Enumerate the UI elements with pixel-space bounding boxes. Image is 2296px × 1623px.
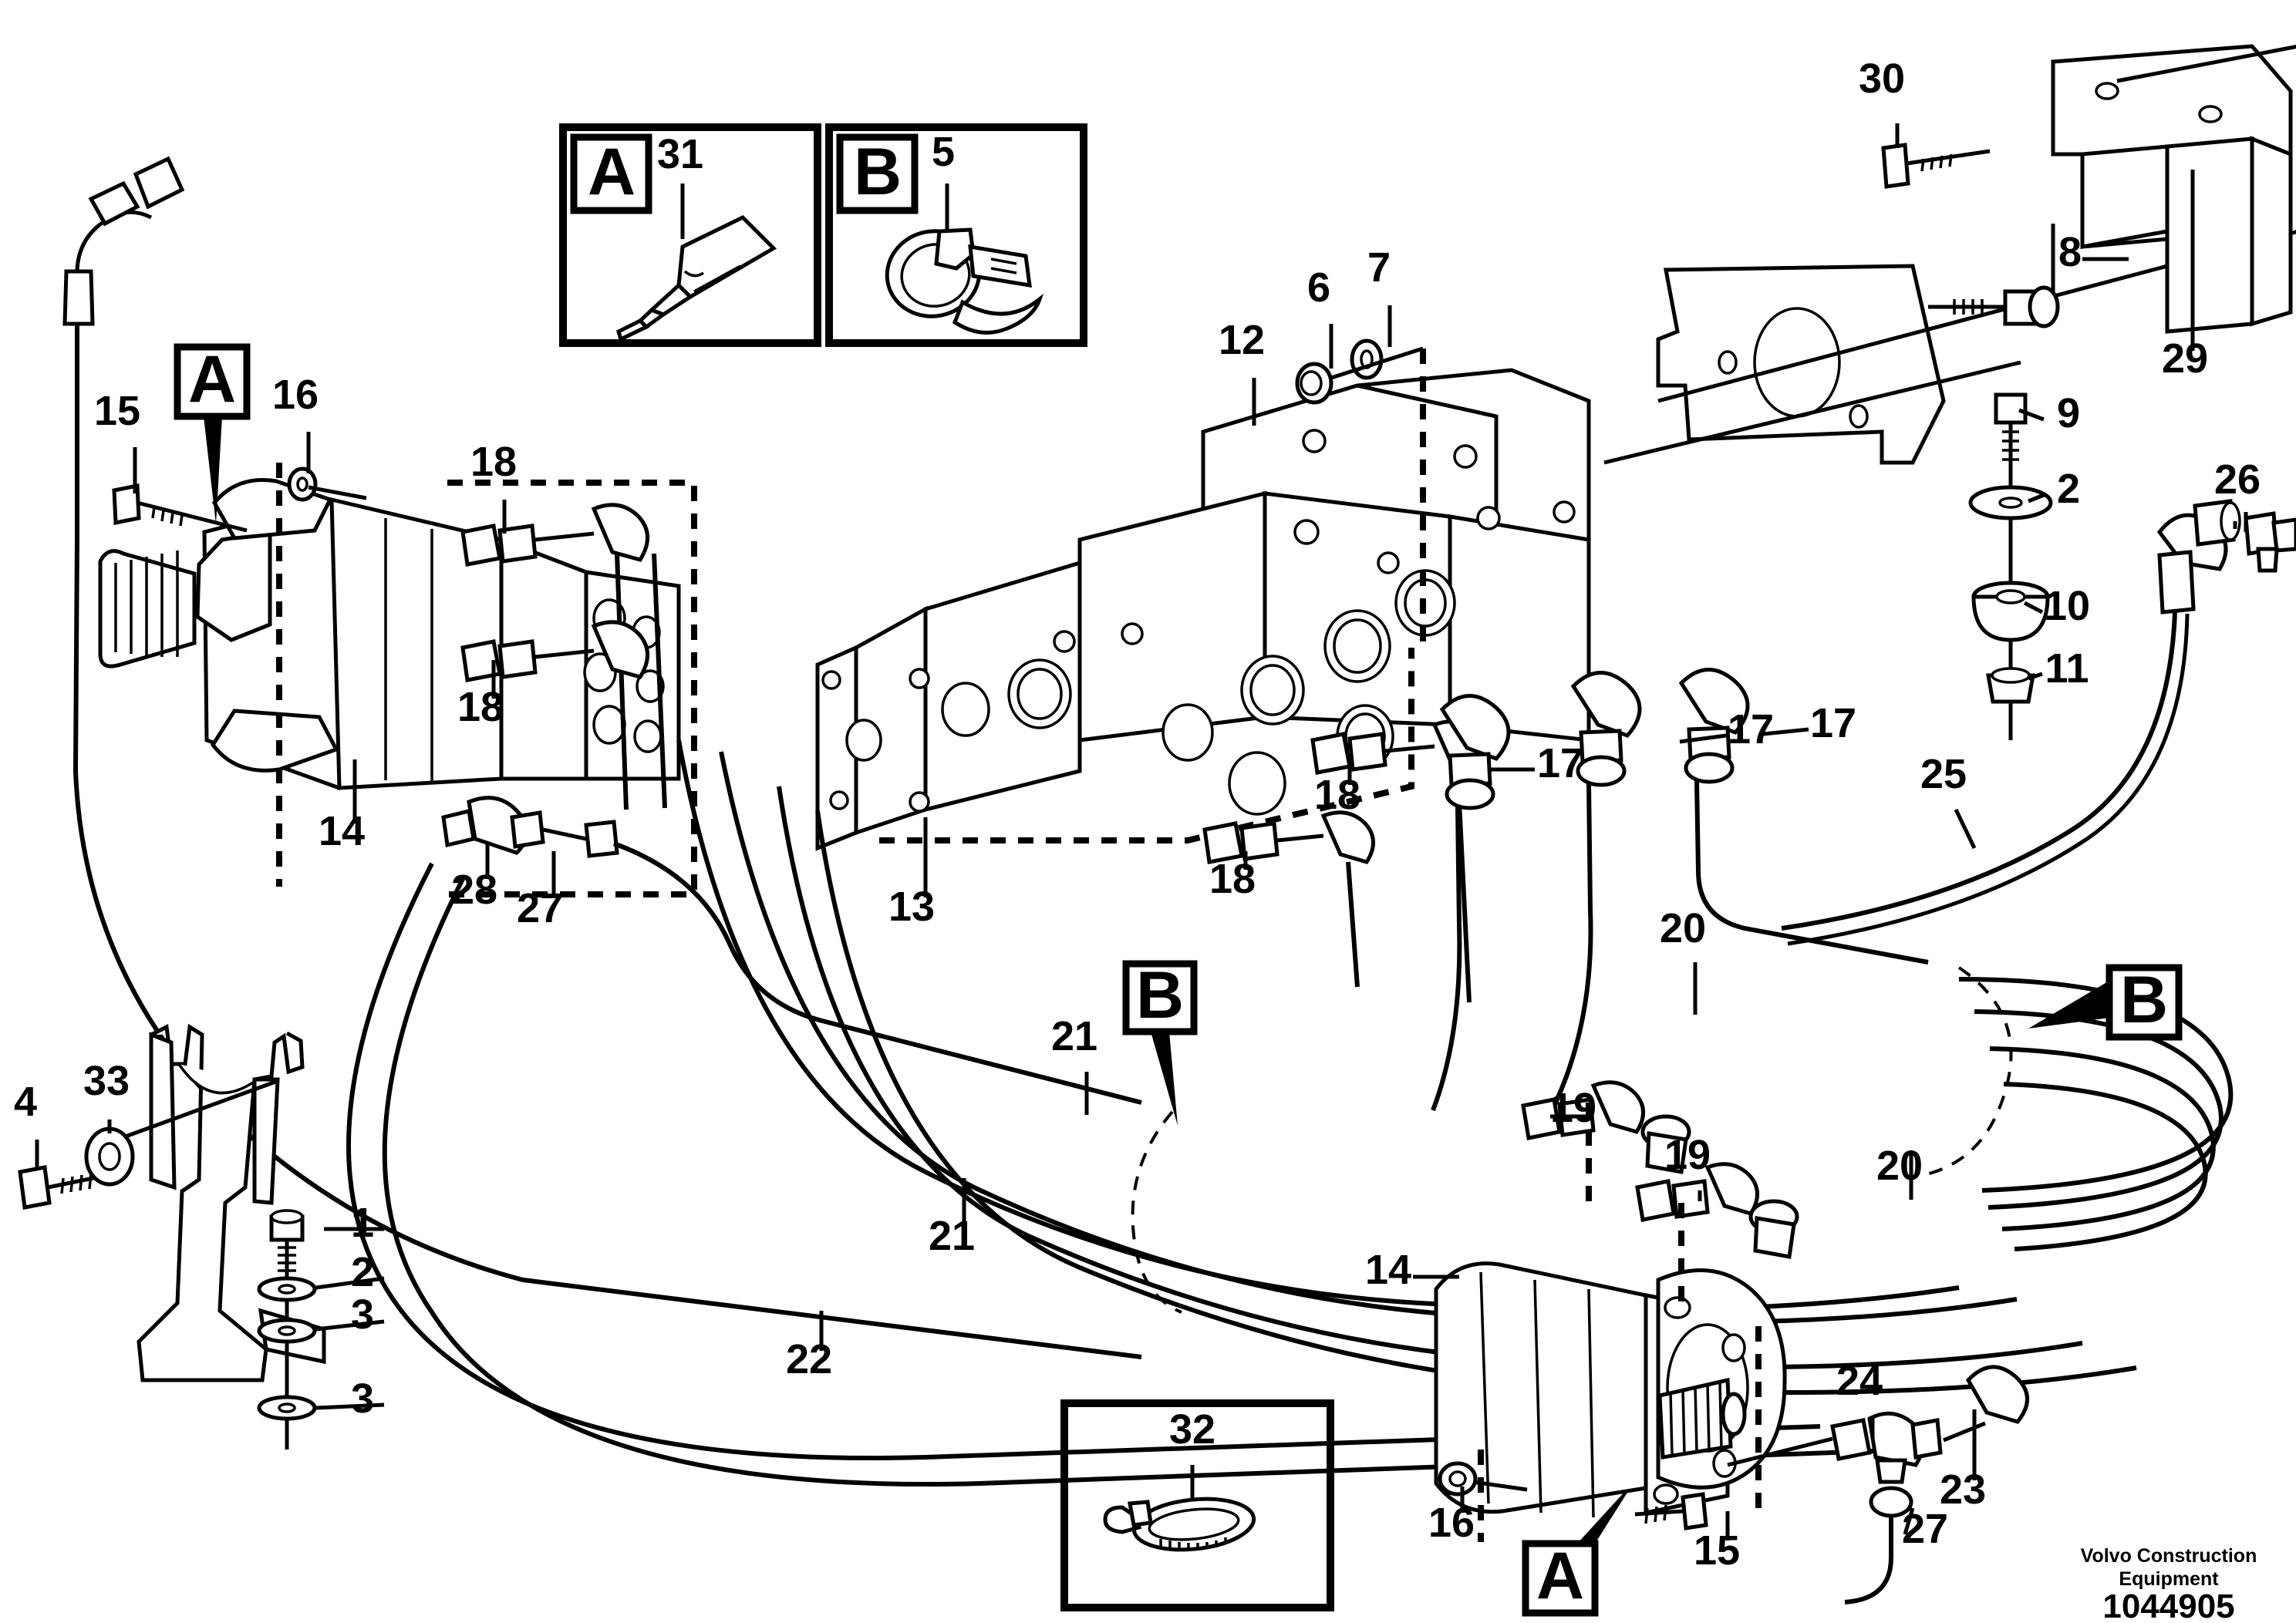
callout-number: 3	[351, 1376, 374, 1422]
callout-number: 31	[657, 131, 703, 177]
bolt-8	[1928, 224, 2060, 328]
callout-number: 18	[1209, 856, 1256, 902]
section-marker-b-right: B	[2028, 963, 2183, 1041]
callout-number: 14	[1365, 1247, 1411, 1293]
callout-number: 17	[1810, 700, 1856, 746]
shield-29	[2051, 44, 2296, 351]
fitting-18-center-b	[1202, 810, 1375, 988]
washer-16-left	[287, 466, 367, 502]
callout-number: 30	[1859, 56, 1905, 102]
callout-number: 4	[14, 1079, 37, 1125]
section-marker-letter: B	[1136, 958, 1184, 1032]
section-marker-a-bottom: A	[1522, 1480, 1635, 1617]
callout-number: 3	[351, 1291, 374, 1338]
callout-number: 27	[1902, 1506, 1948, 1552]
fitting-17-c	[1678, 668, 1929, 965]
callout-number: 1	[351, 1200, 374, 1246]
bolt-15-left	[112, 483, 248, 533]
callout-number: 25	[1920, 751, 1967, 797]
callout-number: 15	[94, 388, 140, 434]
fitting-18-left-upper	[460, 503, 667, 810]
brand-line-2: Equipment	[2119, 1568, 2219, 1590]
fitting-17-a	[1431, 694, 1511, 1112]
bolt-9-washer-2-bushing-10-nut-11	[1968, 392, 2053, 740]
callout-number: 18	[457, 684, 504, 730]
callout-number: 17	[1537, 740, 1583, 786]
callout-number: 16	[1428, 1500, 1475, 1546]
fitting-17-b	[1542, 671, 1642, 1127]
fitting-26-tee	[1781, 499, 2296, 946]
valve-block-12	[815, 368, 1591, 851]
install-guide-dashed	[447, 480, 697, 897]
callout-number: 14	[319, 808, 365, 854]
section-marker-letter: A	[1536, 1539, 1584, 1613]
callout-number: 18	[1314, 772, 1360, 818]
callout-number: 12	[1219, 317, 1265, 363]
callout-number: 20	[1660, 905, 1706, 951]
callout-number: 7	[1367, 244, 1391, 291]
callout-leaders	[133, 257, 2248, 1541]
callout-number: 29	[2162, 335, 2208, 382]
callout-number: 21	[1051, 1013, 1097, 1059]
callout-number: 33	[83, 1058, 130, 1104]
cable-tie-icon	[1103, 1497, 1256, 1552]
callout-number: 28	[451, 867, 497, 913]
sealant-tube-icon	[616, 214, 777, 342]
callout-number: 22	[786, 1336, 832, 1382]
callout-number: 27	[517, 885, 563, 931]
callout-number: 15	[1694, 1527, 1740, 1574]
callout-number: 6	[1307, 264, 1330, 311]
fitting-28-elbow	[441, 796, 1142, 1105]
section-marker-a-left: A	[174, 342, 251, 524]
detail-box-b-top: B	[825, 123, 1087, 347]
callout-number: 13	[888, 884, 935, 930]
callout-number: 23	[1940, 1466, 1986, 1513]
callout-number: 11	[2045, 645, 2089, 692]
callout-number: 16	[272, 372, 319, 418]
tube-upper-left	[62, 156, 1142, 1359]
bolt-30	[1881, 123, 1991, 189]
callout-number: 17	[1728, 706, 1774, 753]
footer-brand: Volvo Construction Equipment 1044905	[2081, 1545, 2257, 1623]
hose-clamp-icon	[885, 227, 1044, 335]
callout-number: 10	[2044, 583, 2090, 629]
section-marker-letter: A	[188, 342, 236, 416]
detail-box-letter: A	[588, 135, 636, 209]
motor-body-left	[98, 478, 681, 790]
callout-number: 8	[2058, 229, 2082, 275]
bottom-hydraulic-motor-assembly	[1434, 1080, 2029, 1604]
callout-number: 5	[932, 129, 955, 175]
cable-tie-location-center	[1131, 1110, 1182, 1314]
section-marker-letter: B	[2120, 963, 2168, 1037]
callout-number: 32	[1169, 1406, 1215, 1453]
washer-7	[1350, 338, 1384, 380]
callout-number: 19	[1664, 1132, 1711, 1178]
part-number: 1044905	[2102, 1588, 2234, 1623]
mounting-plate	[1603, 230, 2296, 465]
fitting-18-left-lower	[460, 620, 649, 682]
bolt-4-washer-33	[18, 1120, 135, 1210]
callout-number: 26	[2214, 456, 2261, 503]
callout-number: 24	[1836, 1358, 1883, 1404]
bolt-1-washers-2-3	[257, 1209, 317, 1450]
callout-number: 20	[1876, 1143, 1923, 1189]
callout-number: 2	[2057, 466, 2080, 512]
assembly-axis	[1330, 346, 1424, 380]
detail-box-letter: B	[854, 135, 902, 209]
callout-number: 19	[1550, 1085, 1596, 1131]
callout-number: 9	[2057, 390, 2080, 436]
callout-number: 21	[929, 1213, 975, 1259]
cable-tie-location-right	[1920, 966, 2013, 1177]
brand-line-1: Volvo Construction	[2081, 1545, 2257, 1567]
detail-box-32-bottom	[1060, 1399, 1334, 1611]
nut-6	[1295, 362, 1333, 405]
callout-number: 2	[351, 1249, 374, 1295]
detail-box-a-top: A	[559, 123, 821, 347]
section-marker-b-center: B	[1122, 958, 1198, 1126]
callout-number: 18	[470, 439, 517, 485]
install-guide-dashed	[879, 648, 1414, 843]
